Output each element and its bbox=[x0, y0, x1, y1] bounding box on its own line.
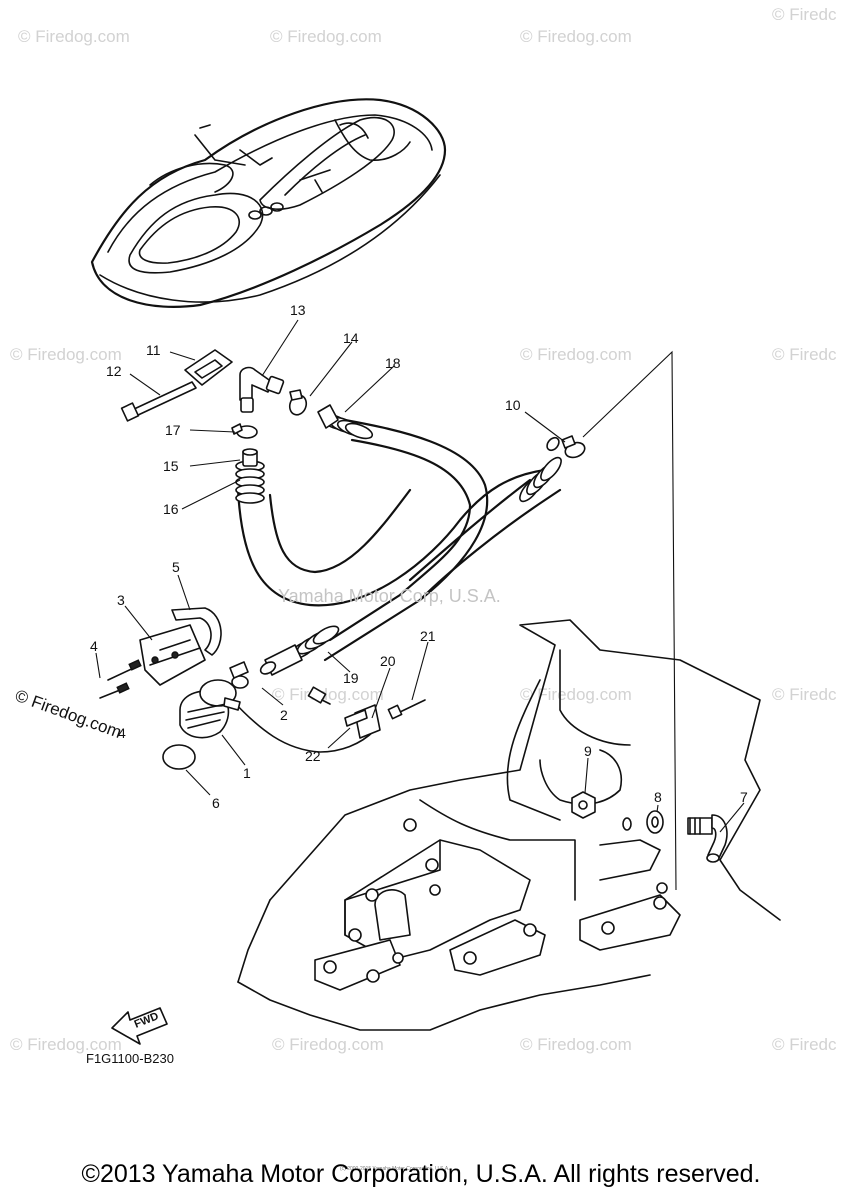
callout-19: 19 bbox=[343, 670, 359, 686]
watermark-text: © Firedog.com bbox=[10, 345, 122, 364]
copyright-footer: ©2013 Yamaha Motor Corporation, U.S.A. A… bbox=[81, 1160, 761, 1188]
hose-assembly bbox=[231, 404, 562, 753]
bilge-pump-1 bbox=[179, 679, 241, 739]
callout-2: 2 bbox=[280, 707, 288, 723]
screws-4 bbox=[99, 659, 142, 699]
hose-clamp-17 bbox=[231, 423, 258, 439]
callout-1: 1 bbox=[243, 765, 251, 781]
callout-15: 15 bbox=[163, 458, 179, 474]
cable-tie-holder-11 bbox=[184, 349, 233, 386]
callout-9: 9 bbox=[584, 743, 592, 759]
watermark-text: © Firedog.com bbox=[270, 27, 382, 46]
hose-clamp-14 bbox=[288, 389, 308, 416]
watermark-text: © Firedog.com bbox=[520, 685, 632, 704]
callout-numbers: 1 2 3 4 4 5 6 7 8 9 10 11 12 13 14 15 16… bbox=[90, 302, 748, 811]
callout-17: 17 bbox=[165, 422, 181, 438]
forward-arrow: FWD bbox=[111, 1007, 168, 1045]
watermark-text: © Firedc bbox=[772, 5, 837, 24]
callout-8: 8 bbox=[654, 789, 662, 805]
watermark-text: © Firedog.com bbox=[520, 345, 632, 364]
callout-4: 4 bbox=[90, 638, 98, 654]
watermark-text: © Firedog.com bbox=[272, 685, 384, 704]
hose-clamp-10 bbox=[561, 435, 586, 459]
fitting-7 bbox=[687, 814, 728, 863]
elbow-fitting-13 bbox=[239, 366, 285, 413]
diagram-code: F1G1100-B230 bbox=[86, 1051, 174, 1066]
callout-22: 22 bbox=[305, 748, 321, 764]
callout-12: 12 bbox=[106, 363, 122, 379]
callout-4: 4 bbox=[118, 725, 126, 741]
strainer-6 bbox=[162, 744, 196, 770]
rivet-21 bbox=[387, 699, 426, 720]
callout-21: 21 bbox=[420, 628, 436, 644]
watermark-text: © Firedc bbox=[772, 1035, 837, 1054]
reference-line bbox=[582, 350, 677, 891]
callout-20: 20 bbox=[380, 653, 396, 669]
callout-16: 16 bbox=[163, 501, 179, 517]
connector-19 bbox=[307, 686, 331, 705]
watermark-text: © Firedog.com bbox=[18, 27, 130, 46]
watermark-text: © Firedog.com bbox=[520, 27, 632, 46]
callout-5: 5 bbox=[172, 559, 180, 575]
hose-bellows bbox=[235, 413, 562, 660]
callout-13: 13 bbox=[290, 302, 306, 318]
watermark-text: © Firedc bbox=[772, 345, 837, 364]
hull-illustration bbox=[237, 619, 781, 1031]
nut-9 bbox=[571, 791, 596, 819]
bracket-3 bbox=[139, 624, 206, 686]
callout-3: 3 bbox=[117, 592, 125, 608]
band-5 bbox=[171, 607, 222, 656]
watermark-text: © Firedc bbox=[772, 685, 837, 704]
watermark-text: © Firedog.com bbox=[272, 1035, 384, 1054]
hose-clamp-2 bbox=[229, 661, 249, 689]
callout-7: 7 bbox=[740, 789, 748, 805]
manufacturer-watermark: Yamaha Motor Corp, U.S.A. bbox=[278, 586, 501, 606]
small-notice: (c) 2000-2015 Yamaha Motor Corporation, … bbox=[340, 1166, 450, 1172]
watermark-text: © Firedog.com bbox=[10, 1035, 122, 1054]
callout-11: 11 bbox=[146, 342, 161, 358]
watercraft-illustration bbox=[90, 98, 447, 308]
callout-6: 6 bbox=[212, 795, 220, 811]
callout-18: 18 bbox=[385, 355, 401, 371]
washer-8 bbox=[622, 810, 664, 834]
watermark-text: © Firedog.com bbox=[520, 1035, 632, 1054]
leader-lines bbox=[95, 319, 745, 833]
callout-14: 14 bbox=[343, 330, 359, 346]
cable-tie-12 bbox=[120, 381, 197, 422]
callout-10: 10 bbox=[505, 397, 521, 413]
